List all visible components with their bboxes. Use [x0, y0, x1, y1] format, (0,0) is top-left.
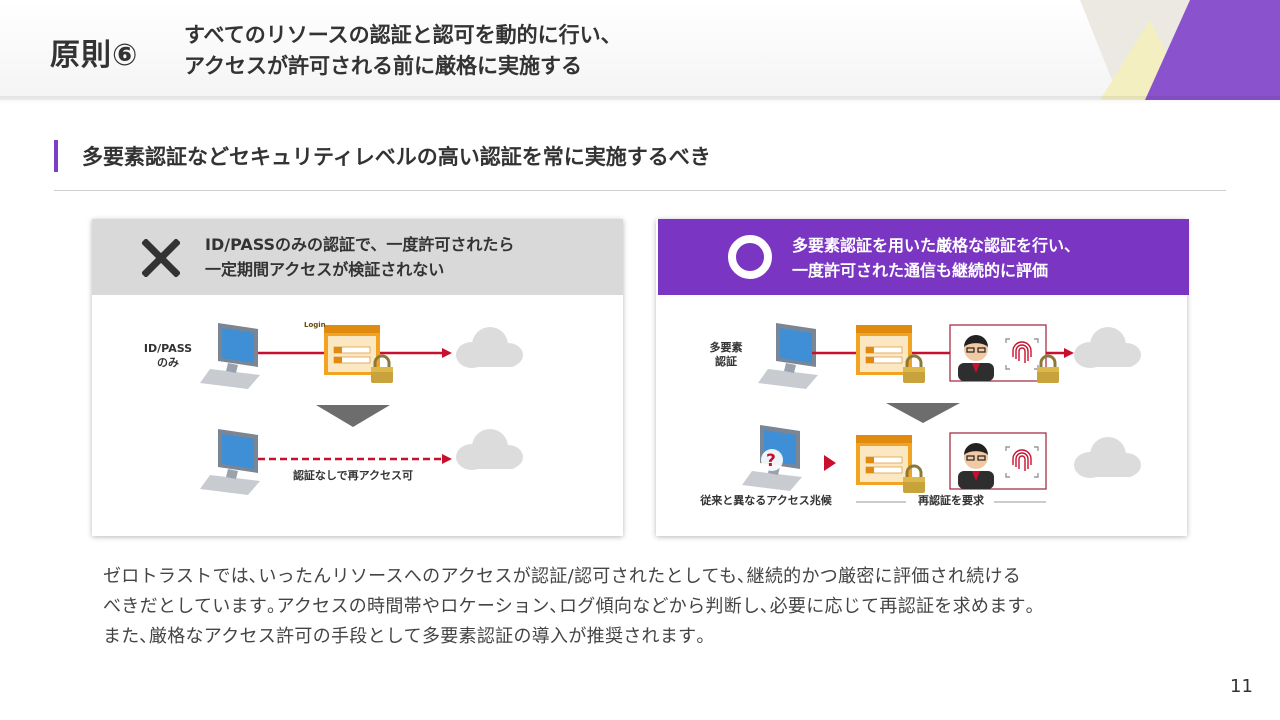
panel-password-only: ID/PASSのみの認証で、一度許可されたら 一定期間アクセスが検証されない I…	[92, 219, 623, 536]
down-arrow-icon	[316, 405, 390, 427]
down-arrow-icon	[886, 403, 960, 423]
decorative-shapes	[1080, 0, 1280, 100]
panel-right-header: 多要素認証を用いた厳格な認証を行い、 一度許可された通信も継続的に評価	[658, 219, 1189, 295]
flow-diagram-right: ?	[742, 323, 1141, 503]
cross-mark-icon	[142, 239, 180, 277]
body-line-2: べきだとしています｡アクセスの時間帯やロケーション､ログ傾向などから判断し､必要…	[103, 596, 1036, 617]
panel-right-heading-line1: 多要素認証を用いた厳格な認証を行い、	[792, 236, 1081, 255]
cloud-icon	[456, 327, 523, 368]
biometric-auth-icon	[949, 432, 1047, 490]
flow-diagram-left: Login	[200, 321, 523, 495]
pc-label-mfa: 多要素 認証	[696, 341, 756, 369]
principle-number: 原則⑥	[50, 38, 139, 73]
panel-left-header: ID/PASSのみの認証で、一度許可されたら 一定期間アクセスが検証されない	[92, 219, 623, 295]
subtitle-accent-bar	[54, 140, 58, 172]
computer-icon	[200, 429, 260, 495]
body-paragraph: ゼロトラストでは､いったんリソースへのアクセスが認証/認可されたとしても､継続的…	[103, 562, 1213, 652]
right-arrow-icon	[824, 455, 836, 471]
header-title: すべてのリソースの認証と認可を動的に行い、 アクセスが許可される前に厳格に実施す…	[184, 20, 622, 82]
panel-multifactor: 多要素認証を用いた厳格な認証を行い、 一度許可された通信も継続的に評価 多要素 …	[656, 219, 1189, 536]
header-title-line2: アクセスが許可される前に厳格に実施する	[184, 54, 582, 78]
panel-left-heading-line1: ID/PASSのみの認証で、一度許可されたら	[205, 235, 515, 254]
body-line-3: また､厳格なアクセス許可の手段として多要素認証の導入が推奨されます｡	[103, 626, 706, 647]
cloud-icon	[1074, 437, 1141, 478]
cloud-icon	[1074, 327, 1141, 368]
padlock-icon	[901, 464, 927, 495]
pc-label-idpass-line1: ID/PASS	[143, 342, 193, 355]
anomaly-label: 従来と異なるアクセス兆候	[700, 494, 832, 507]
subtitle-divider	[54, 190, 1226, 191]
section-subtitle: 多要素認証などセキュリティレベルの高い認証を常に実施するべき	[82, 145, 711, 169]
no-auth-reaccess-label: 認証なしで再アクセス可	[292, 469, 414, 482]
login-label: Login	[304, 321, 326, 329]
panel-right-heading: 多要素認証を用いた厳格な認証を行い、 一度許可された通信も継続的に評価	[792, 233, 1080, 283]
body-line-1: ゼロトラストでは､いったんリソースへのアクセスが認証/認可されたとしても､継続的…	[103, 566, 1022, 587]
circle-mark-icon	[728, 235, 772, 279]
reauth-label: 再認証を要求	[918, 494, 984, 507]
page-number: 11	[1230, 676, 1253, 697]
padlock-icon	[369, 354, 395, 385]
slide-header: 原則⑥ すべてのリソースの認証と認可を動的に行い、 アクセスが許可される前に厳格…	[0, 0, 1280, 100]
padlock-icon	[901, 354, 927, 385]
panel-left-heading-line2: 一定期間アクセスが検証されない	[205, 260, 445, 279]
pc-label-idpass: ID/PASS のみ	[138, 342, 198, 370]
panel-right-heading-line2: 一度許可された通信も継続的に評価	[792, 261, 1049, 280]
computer-icon	[200, 323, 260, 389]
pc-label-mfa-line1: 多要素	[709, 341, 743, 354]
biometric-auth-icon	[949, 324, 1047, 382]
panel-left-heading: ID/PASSのみの認証で、一度許可されたら 一定期間アクセスが検証されない	[205, 232, 514, 282]
question-mark-icon: ?	[766, 451, 776, 471]
cloud-icon	[456, 429, 523, 470]
header-shadow	[0, 96, 1280, 104]
pc-label-mfa-line2: 認証	[715, 355, 737, 368]
computer-icon	[758, 323, 818, 389]
padlock-icon	[1035, 354, 1061, 385]
pc-label-idpass-line2: のみ	[157, 356, 179, 369]
header-title-line1: すべてのリソースの認証と認可を動的に行い、	[184, 23, 622, 47]
